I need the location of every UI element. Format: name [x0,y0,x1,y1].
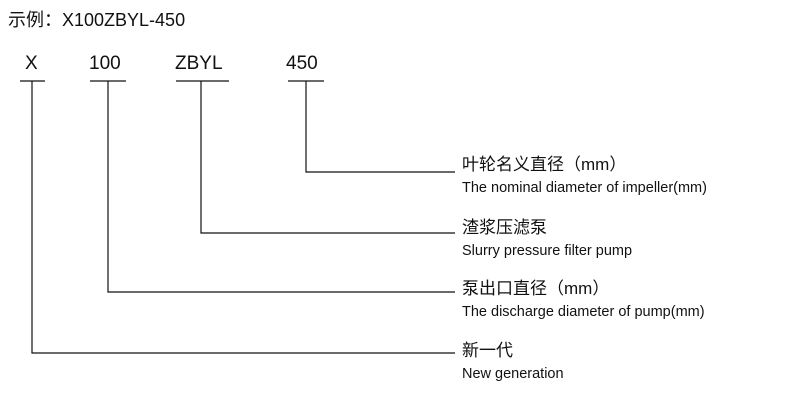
label-impeller-en: The nominal diameter of impeller(mm) [462,180,707,196]
label-type-en: Slurry pressure filter pump [462,243,633,259]
code-segment-x: X [25,53,38,74]
connector-type [200,81,455,234]
label-type-cn: 渣浆压滤泵 [462,218,547,237]
label-generation-en: New generation [462,366,564,382]
label-discharge-en: The discharge diameter of pump(mm) [462,304,705,320]
example-title: 示例：X100ZBYL-450 [8,10,186,30]
connector-discharge [107,81,455,293]
label-impeller-cn: 叶轮名义直径（mm） [462,155,627,174]
label-generation-cn: 新一代 [462,341,513,360]
code-segment-type: ZBYL [175,53,223,74]
connector-impeller [305,81,455,173]
label-discharge-cn: 泵出口直径（mm） [462,279,610,298]
connector-generation [31,81,455,354]
code-segment-impeller: 450 [286,53,318,74]
code-segment-diameter: 100 [89,53,121,74]
